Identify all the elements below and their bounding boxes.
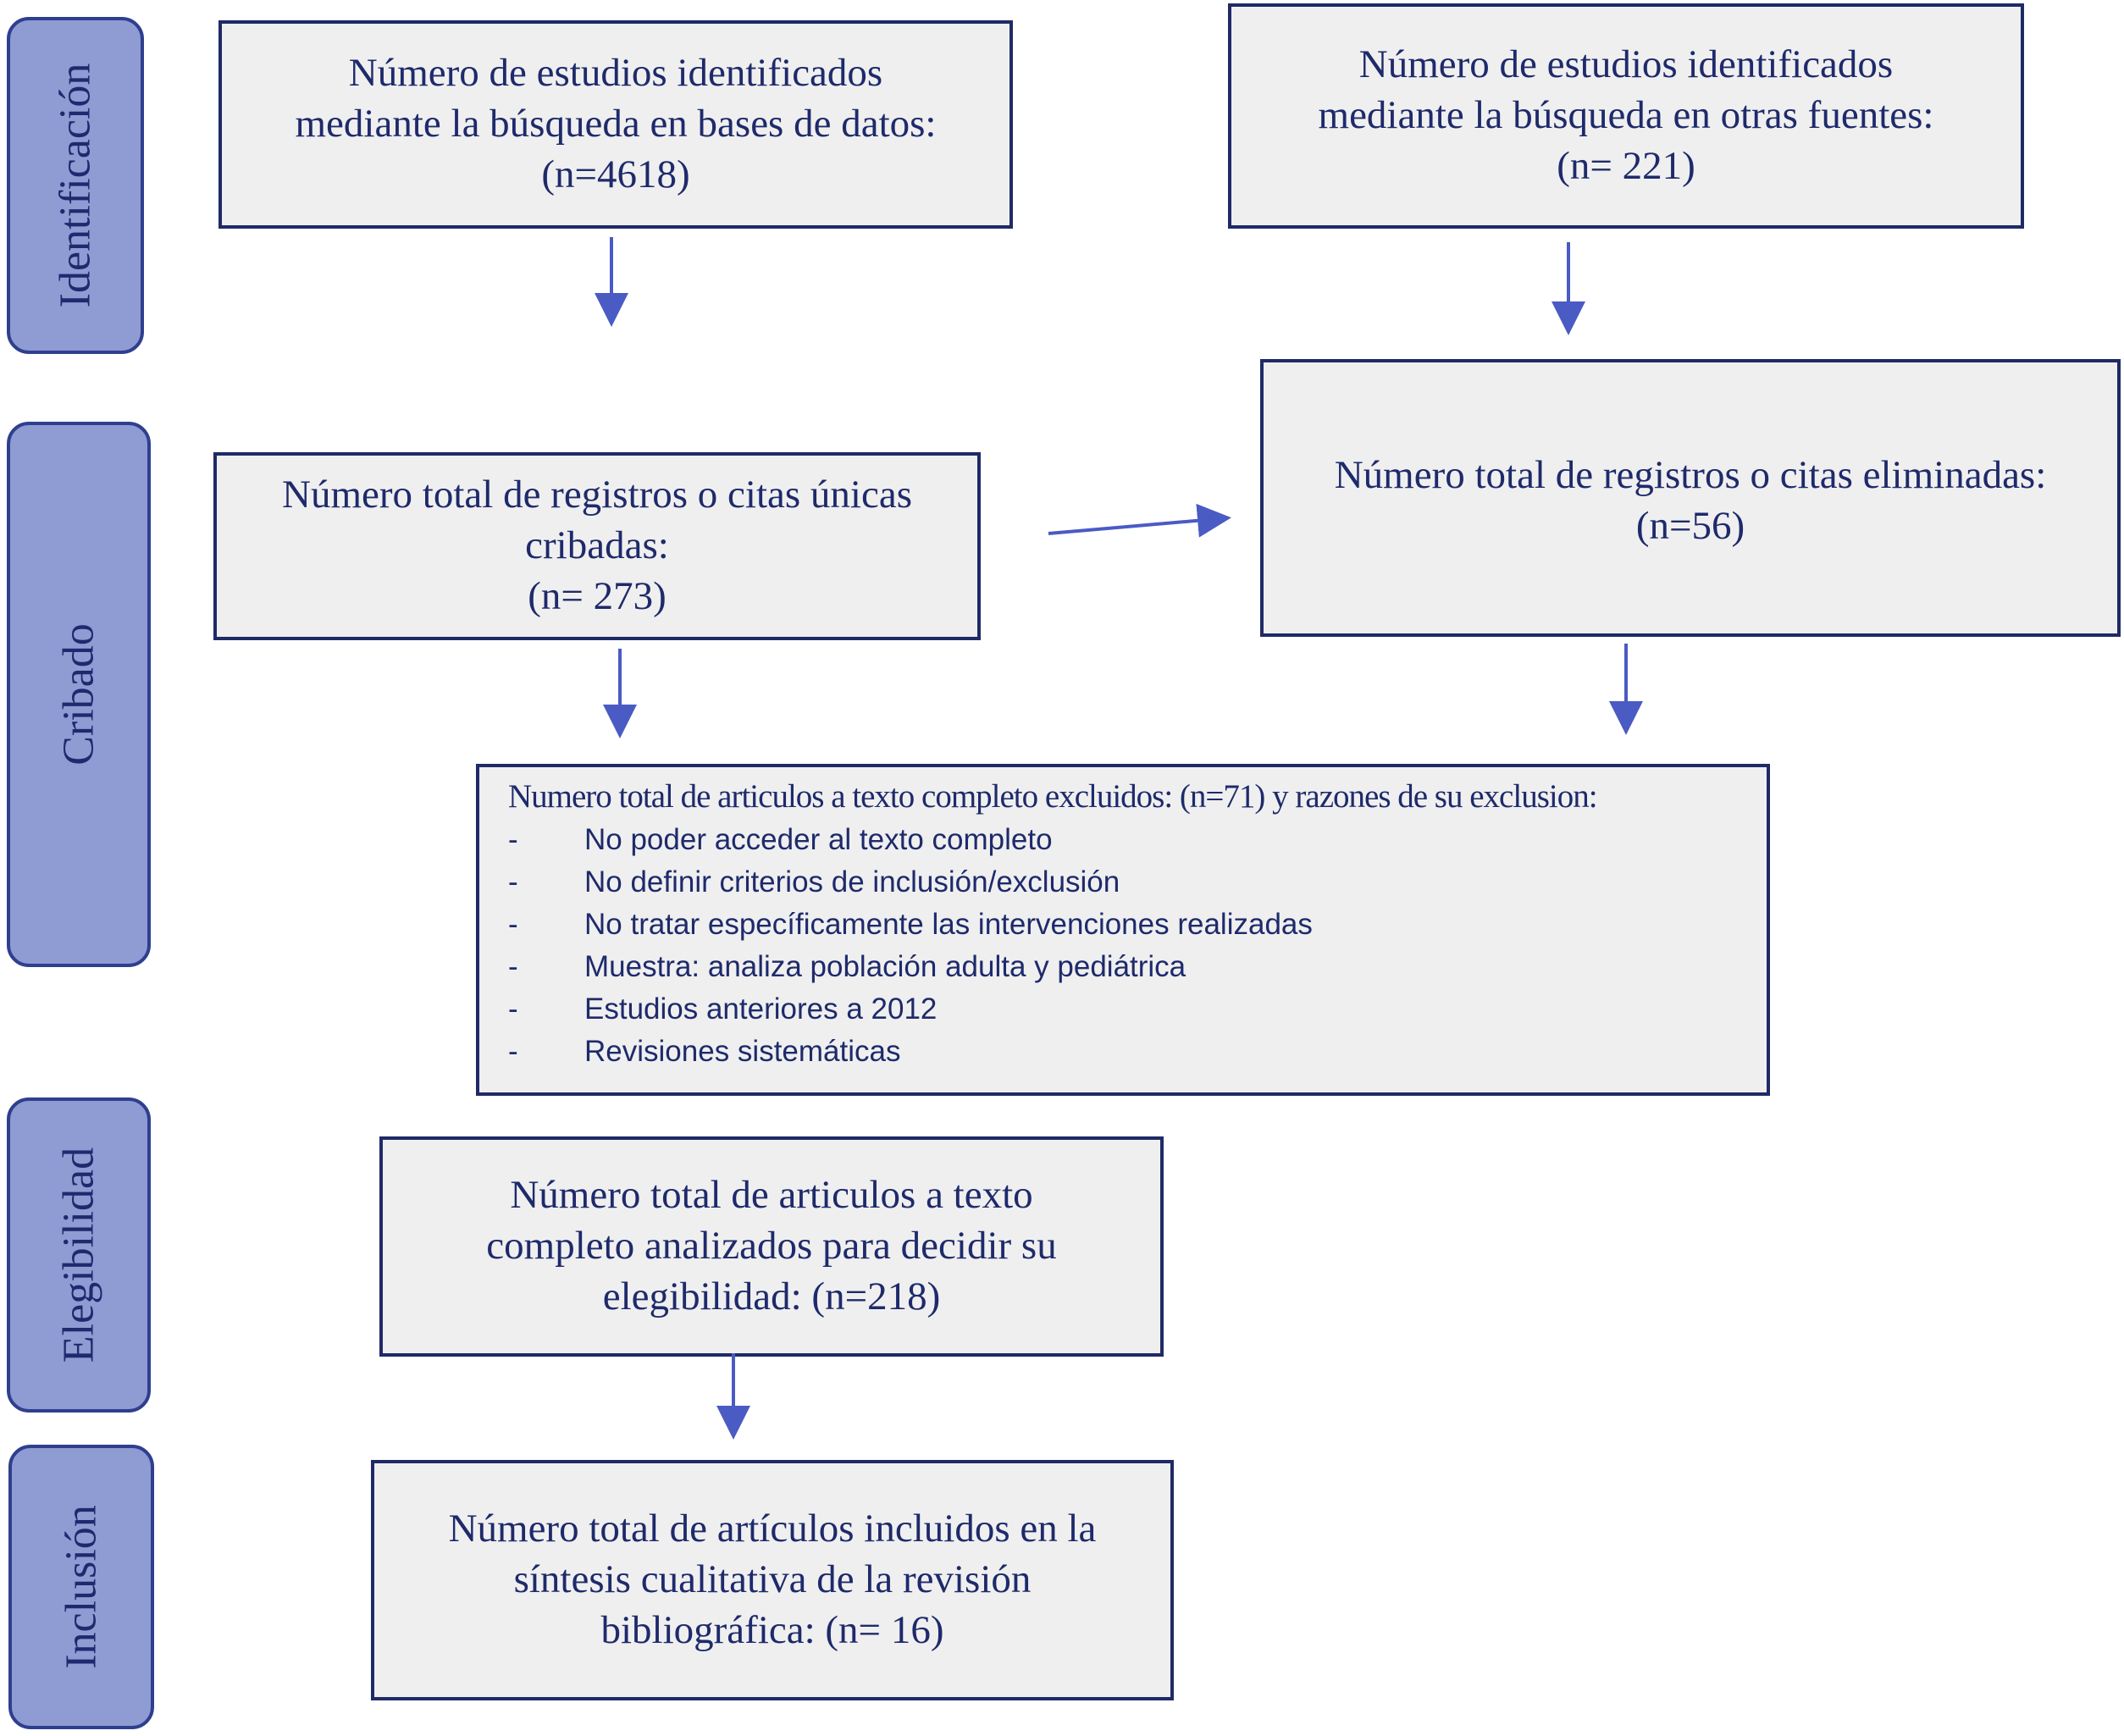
included-line-1: Número total de artículos incluidos en l… [448,1507,1097,1551]
exclusion-reason: Revisiones sistemáticas [508,1031,1741,1073]
other-sources-count: (n= 221) [1557,143,1695,188]
eligibility-box: Número total de articulos a texto comple… [379,1136,1164,1357]
screened-text: Número total de registros o citas únicas… [282,470,912,622]
databases-box: Número de estudios identificados mediant… [218,20,1013,229]
screened-line-2: cribadas: [525,523,669,568]
removed-text: Número total de registros o citas elimin… [1335,451,2047,551]
exclusion-reason: No definir criterios de inclusión/exclus… [508,861,1741,904]
phase-inclusion: Inclusión [8,1445,154,1729]
phase-identificacion: Identificación [7,17,144,354]
removed-box: Número total de registros o citas elimin… [1260,359,2121,637]
other-sources-box: Número de estudios identificados mediant… [1228,3,2024,229]
other-sources-text: Número de estudios identificados mediant… [1319,40,1934,191]
exclusion-reason: No poder acceder al texto completo [508,819,1741,861]
eligibility-line-1: Número total de articulos a texto [510,1173,1033,1218]
included-box: Número total de artículos incluidos en l… [371,1460,1174,1700]
eligibility-text: Número total de articulos a texto comple… [486,1170,1056,1322]
exclusion-reason: Muestra: analiza población adulta y pedi… [508,946,1741,988]
screened-line-1: Número total de registros o citas únicas [282,473,912,517]
exclusion-reason: Estudios anteriores a 2012 [508,988,1741,1031]
databases-line-1: Número de estudios identificados [348,51,883,96]
phase-elegibilidad: Elegibilidad [7,1097,151,1413]
excluded-title: Numero total de articulos a texto comple… [508,778,1598,815]
included-line-2: síntesis cualitativa de la revisión [513,1557,1032,1602]
databases-count: (n=4618) [541,152,690,196]
screened-box: Número total de registros o citas únicas… [213,452,981,640]
other-sources-line-1: Número de estudios identificados [1358,42,1894,87]
eligibility-line-2: completo analizados para decidir su [486,1224,1057,1269]
included-text: Número total de artículos incluidos en l… [449,1504,1097,1656]
included-line-3: bibliográfica: (n= 16) [600,1607,944,1652]
other-sources-line-2: mediante la búsqueda en otras fuentes: [1318,93,1934,138]
databases-text: Número de estudios identificados mediant… [296,48,937,200]
arrow-screened-to-removed [1048,503,1231,538]
exclusion-reasons-list: No poder acceder al texto completo No de… [508,819,1741,1073]
exclusion-reason: No tratar específicamente las intervenci… [508,904,1741,946]
excluded-box: Numero total de articulos a texto comple… [476,764,1770,1096]
removed-line-1: Número total de registros o citas elimin… [1334,453,2047,497]
screened-count: (n= 273) [528,573,667,618]
databases-line-2: mediante la búsqueda en bases de datos: [295,102,937,147]
eligibility-line-3: elegibilidad: (n=218) [602,1274,941,1319]
removed-count: (n=56) [1635,503,1745,548]
phase-cribado: Cribado [7,422,151,967]
